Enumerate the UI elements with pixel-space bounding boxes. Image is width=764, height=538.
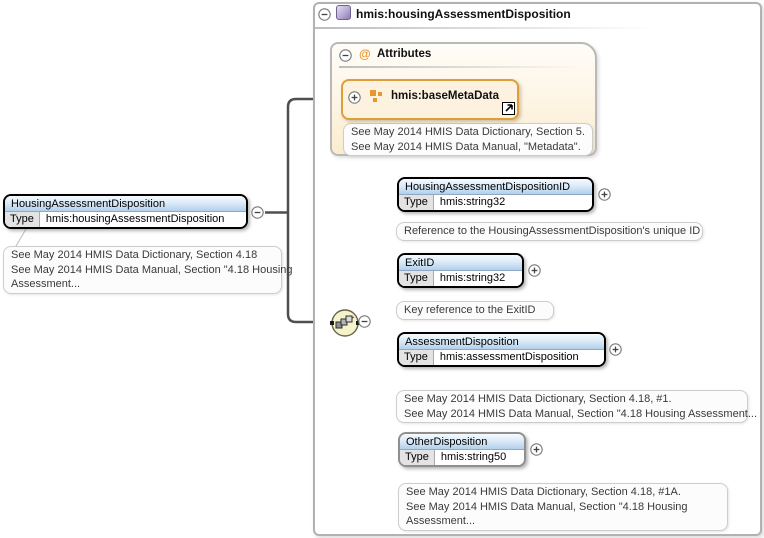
element-name: OtherDisposition [400, 434, 524, 450]
element-exitid-box[interactable]: ExitID Type hmis:string32 [397, 253, 524, 288]
root-collapse-icon[interactable] [251, 206, 264, 219]
type-label: Type [399, 271, 434, 286]
type-label: Type [399, 350, 434, 365]
panel-title: hmis:housingAssessmentDisposition [356, 7, 571, 21]
attributes-label: Attributes [377, 48, 432, 60]
attribute-group-icon [369, 88, 384, 103]
element-expand-icon[interactable] [530, 443, 543, 456]
element-name: ExitID [399, 255, 522, 271]
attribute-expand-icon[interactable] [348, 91, 361, 104]
goto-definition-icon[interactable] [502, 102, 515, 115]
root-element-box[interactable]: HousingAssessmentDisposition Type hmis:h… [3, 194, 248, 229]
element-annotation: See May 2014 HMIS Data Dictionary, Secti… [398, 483, 728, 531]
type-label: Type [400, 450, 435, 465]
type-value: hmis:string50 [440, 451, 507, 463]
element-annotation: Reference to the HousingAssessmentDispos… [396, 222, 703, 241]
type-value: hmis:string32 [439, 196, 506, 208]
element-assessmentdisposition-box[interactable]: AssessmentDisposition Type hmis:assessme… [397, 332, 606, 367]
type-value: hmis:assessmentDisposition [439, 351, 579, 363]
at-symbol-icon: @ [359, 47, 371, 61]
root-element-name: HousingAssessmentDisposition [5, 196, 246, 212]
element-expand-icon[interactable] [598, 188, 611, 201]
attributes-header-divider [339, 66, 583, 68]
element-annotation: Key reference to the ExitID [396, 301, 554, 320]
element-name: AssessmentDisposition [399, 334, 604, 350]
sequence-icon[interactable] [328, 306, 362, 340]
type-label: Type [399, 195, 434, 210]
root-type-value: hmis:housingAssessmentDisposition [45, 213, 225, 225]
element-annotation: See May 2014 HMIS Data Dictionary, Secti… [396, 390, 757, 423]
panel-collapse-icon[interactable] [318, 8, 331, 21]
sequence-collapse-icon[interactable] [358, 315, 371, 328]
root-annotation: See May 2014 HMIS Data Dictionary, Secti… [3, 246, 293, 294]
panel-header-divider [315, 27, 655, 29]
attribute-name: hmis:baseMetaData [391, 90, 500, 102]
element-name: HousingAssessmentDispositionID [399, 179, 592, 195]
element-expand-icon[interactable] [609, 343, 622, 356]
element-otherdisposition-box[interactable]: OtherDisposition Type hmis:string50 [398, 432, 526, 467]
attribute-basemetadata-box[interactable]: hmis:baseMetaData [341, 79, 519, 120]
element-housingassessmentdispositionid-box[interactable]: HousingAssessmentDispositionID Type hmis… [397, 177, 594, 212]
root-type-label: Type [5, 212, 40, 227]
complex-type-icon [336, 5, 351, 20]
type-value: hmis:string32 [439, 272, 506, 284]
attributes-collapse-icon[interactable] [339, 49, 352, 62]
element-expand-icon[interactable] [528, 264, 541, 277]
attribute-annotation: See May 2014 HMIS Data Dictionary, Secti… [343, 123, 593, 156]
